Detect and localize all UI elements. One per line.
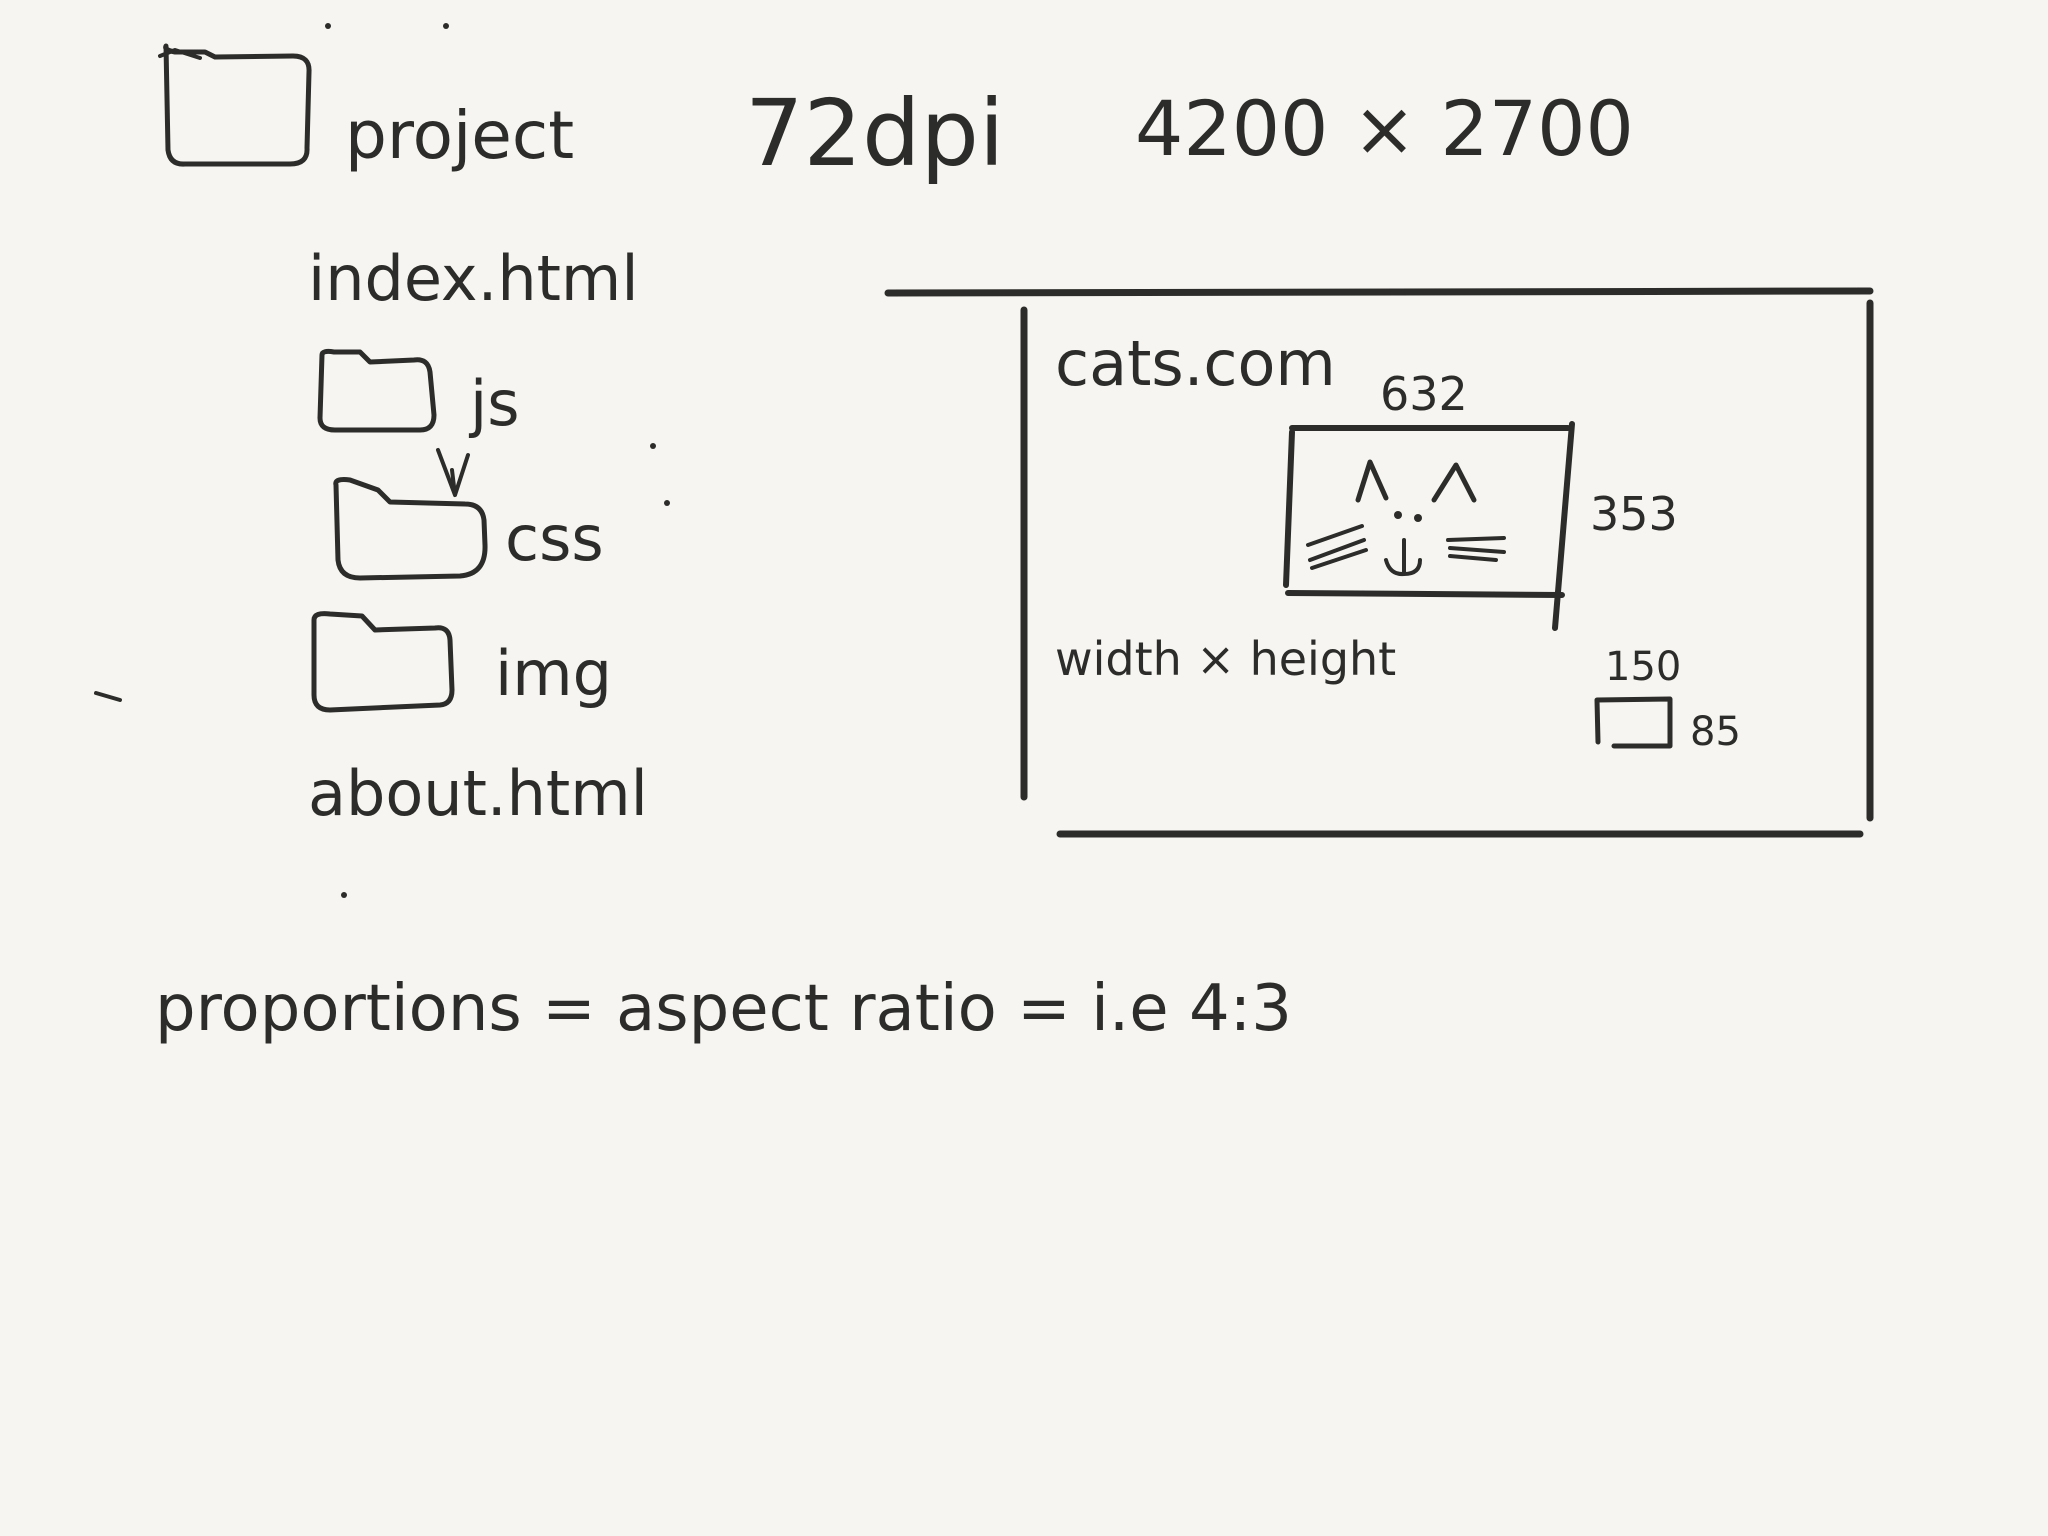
- cat-eye-icon: [1414, 514, 1422, 522]
- cat-image-sketch: [1283, 421, 1575, 631]
- stray-dot: [443, 23, 449, 29]
- cat-whiskers-icon: [1446, 536, 1506, 562]
- stray-dot: [341, 892, 347, 898]
- image-bottom-edge: [1285, 590, 1565, 598]
- stray-dot: [650, 443, 656, 449]
- aspect-ratio-note: proportions = aspect ratio = i.e 4:3: [155, 972, 1292, 1046]
- file-index-html: index.html: [308, 242, 639, 315]
- stray-dot: [664, 500, 670, 506]
- thumb-width-label: 150: [1605, 644, 1681, 690]
- project-label: project: [345, 97, 574, 174]
- image-height-label: 353: [1590, 487, 1678, 541]
- dimensions-label: 4200 × 2700: [1135, 84, 1634, 173]
- project-folder-icon: [158, 43, 312, 167]
- cat-ear-icon: [1431, 462, 1477, 503]
- file-about-html: about.html: [308, 757, 648, 830]
- size-label: width × height: [1055, 632, 1396, 686]
- js-folder-icon: [317, 348, 437, 433]
- cat-whiskers-icon: [1306, 524, 1368, 570]
- image-left-edge: [1283, 429, 1295, 588]
- browser-window-sketch: [884, 287, 1874, 838]
- browser-top-edge: [884, 287, 1874, 297]
- stray-dot: [325, 23, 331, 29]
- folder-img-label: img: [495, 637, 612, 710]
- thumb-height-label: 85: [1690, 709, 1741, 755]
- cat-mouth-icon: [1384, 538, 1422, 577]
- site-title: cats.com: [1055, 327, 1336, 400]
- image-width-label: 632: [1380, 367, 1468, 421]
- dpi-label: 72dpi: [745, 80, 1004, 187]
- css-folder-icon: [333, 477, 488, 581]
- cat-eye-icon: [1394, 511, 1402, 519]
- cat-ear-icon: [1355, 459, 1389, 503]
- stray-mark: [94, 691, 122, 702]
- img-folder-icon: [311, 611, 455, 713]
- arrow-icon: [436, 448, 470, 497]
- folder-css-label: css: [505, 502, 604, 575]
- folder-js-label: js: [468, 367, 520, 440]
- thumbnail-box-sketch: [1594, 696, 1673, 749]
